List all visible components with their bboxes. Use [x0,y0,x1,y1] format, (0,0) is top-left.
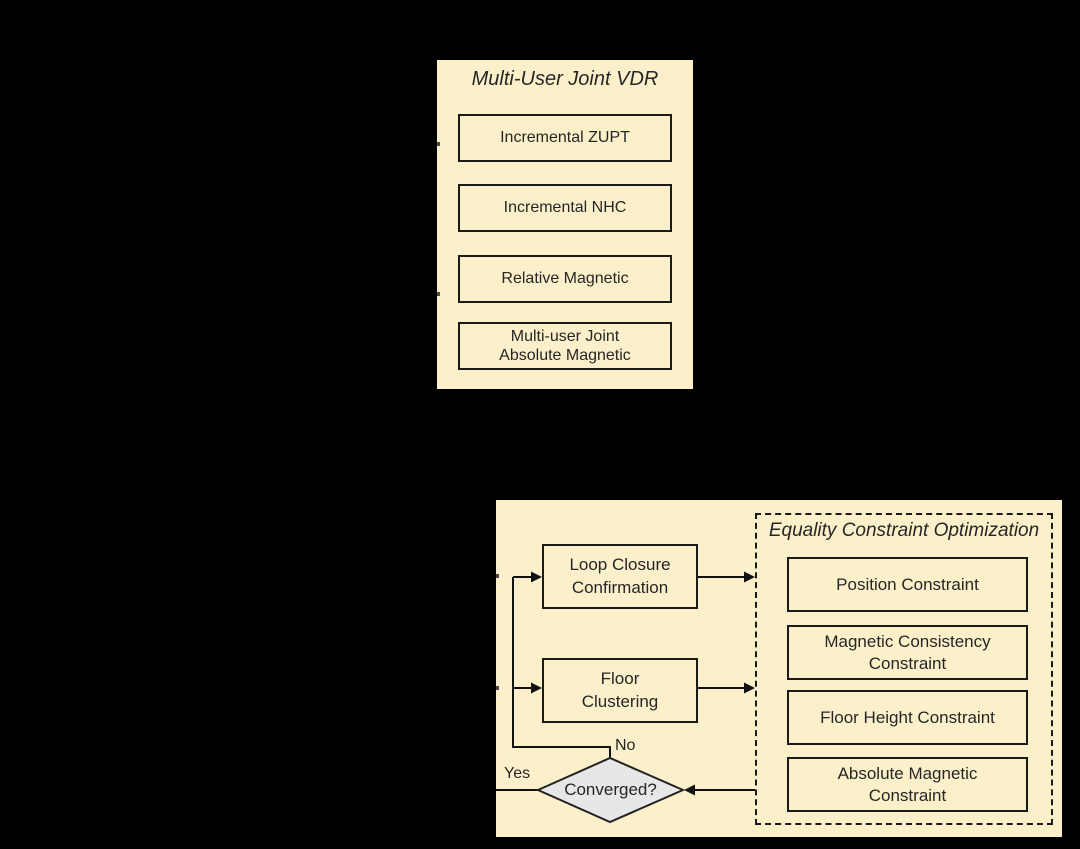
vdr-panel: Multi-User Joint VDR Incremental ZUPT In… [437,60,693,389]
magnetic-consistency-constraint-box: Magnetic Consistency Constraint [787,625,1028,680]
incremental-zupt-box: Incremental ZUPT [458,114,672,162]
yes-label: Yes [504,765,531,782]
left-edge-arrow-tick [496,686,499,690]
multi-user-joint-absolute-magnetic-box: Multi-user Joint Absolute Magnetic [458,322,672,370]
arrowhead-floor-clustering-to-eco [744,682,755,694]
no-label: No [615,737,636,754]
converged-diamond [535,756,686,824]
incremental-zupt-label: Incremental ZUPT [500,129,630,147]
position-constraint-label: Position Constraint [836,574,979,594]
incremental-nhc-box: Incremental NHC [458,184,672,232]
optimization-panel: Loop Closure Confirmation Floor Clusteri… [496,500,1062,837]
loop-closure-confirmation-label: Loop Closure Confirmation [569,555,671,597]
no-feedback-line [512,577,611,758]
position-constraint-box: Position Constraint [787,557,1028,612]
floor-clustering-box: Floor Clustering [542,658,698,723]
loop-closure-confirmation-box: Loop Closure Confirmation [542,544,698,609]
arrowhead-to-loop-closure [531,571,542,583]
left-edge-arrow-tick [437,142,440,146]
left-edge-arrow-tick [496,574,499,578]
flow-arrows [496,571,755,824]
left-edge-arrow-tick [437,292,440,296]
floor-clustering-label: Floor Clustering [581,669,659,711]
equality-constraint-optimization-group: Equality Constraint Optimization Positio… [755,513,1053,825]
converged-label: Converged? [564,780,657,799]
magnetic-consistency-constraint-label: Magnetic Consistency Constraint [824,632,991,673]
vdr-panel-title: Multi-User Joint VDR [471,68,659,90]
relative-magnetic-box: Relative Magnetic [458,255,672,303]
eco-title: Equality Constraint Optimization [768,520,1040,541]
absolute-magnetic-constraint-label: Absolute Magnetic Constraint [837,764,978,805]
incremental-nhc-label: Incremental NHC [503,199,627,217]
multi-user-joint-absolute-magnetic-label: Multi-user Joint Absolute Magnetic [499,327,631,364]
arrowhead-loop-closure-to-eco [744,571,755,583]
relative-magnetic-label: Relative Magnetic [501,270,629,288]
floor-height-constraint-box: Floor Height Constraint [787,690,1028,745]
arrowhead-to-floor-clustering [531,682,542,694]
absolute-magnetic-constraint-box: Absolute Magnetic Constraint [787,757,1028,812]
arrowhead-to-converged [684,784,695,796]
floor-height-constraint-label: Floor Height Constraint [820,707,995,727]
